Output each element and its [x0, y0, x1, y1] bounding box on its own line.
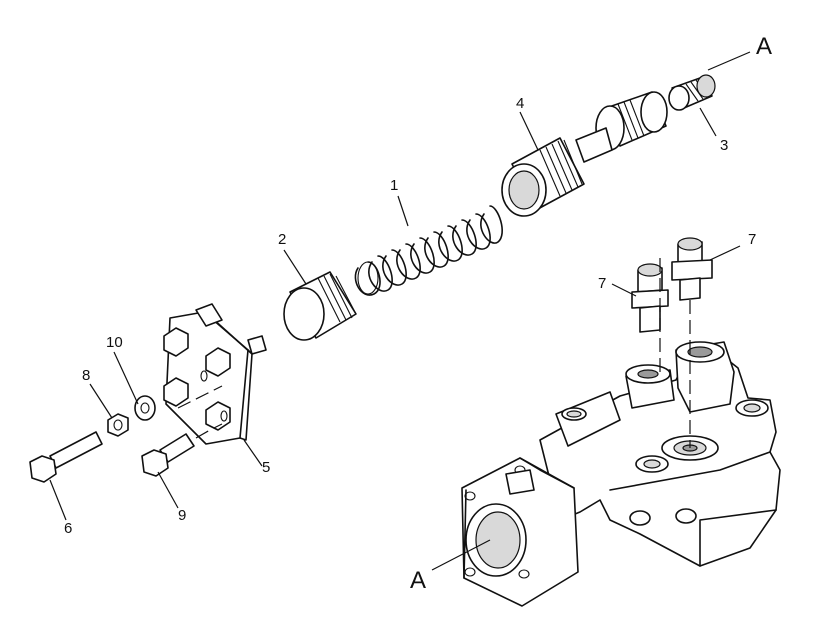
part-2-piston — [283, 271, 357, 341]
part-5-cover-plate — [163, 303, 267, 445]
part-1-spring — [354, 205, 503, 296]
label-7-right: 7 — [748, 231, 756, 248]
label-7-left: 7 — [598, 275, 606, 292]
part-8-nut — [107, 413, 129, 437]
label-6: 6 — [64, 520, 72, 537]
assembly-lines — [177, 258, 691, 448]
label-9: 9 — [178, 507, 186, 524]
part-7-fitting-right — [671, 237, 713, 301]
label-10: 10 — [106, 334, 123, 351]
label-A-top: A — [756, 33, 772, 60]
label-4: 4 — [516, 95, 524, 112]
label-3: 3 — [720, 137, 728, 154]
label-8: 8 — [82, 367, 90, 384]
part-3-plug — [668, 74, 716, 111]
part-9-bolt — [141, 433, 195, 477]
part-4-spool — [501, 91, 668, 217]
label-2: 2 — [278, 231, 286, 248]
valve-body — [539, 341, 781, 567]
leader-lines — [49, 51, 751, 571]
part-6-bolt — [29, 431, 103, 483]
label-5: 5 — [262, 459, 270, 476]
part-10-washer — [134, 395, 156, 421]
label-A-bottom: A — [410, 567, 426, 594]
part-7-fitting-left — [631, 263, 669, 333]
label-1: 1 — [390, 177, 398, 194]
valve-flange — [461, 457, 579, 607]
